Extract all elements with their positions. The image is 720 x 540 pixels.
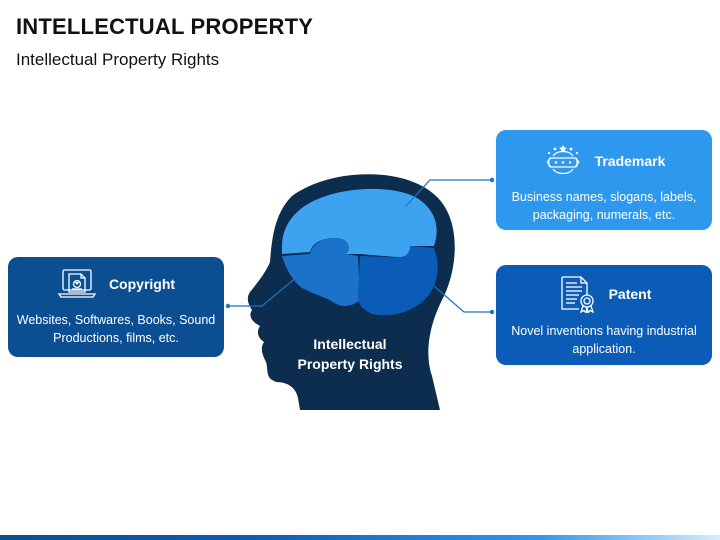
copyright-description: Websites, Softwares, Books, Sound Produc… [16, 313, 216, 345]
brain-lobe-top [282, 188, 437, 259]
brain-nub [390, 237, 410, 257]
trademark-description: Business names, slogans, labels, packagi… [511, 190, 697, 222]
copyright-card: Copyright Websites, Softwares, Books, So… [8, 257, 224, 357]
trademark-card: Trademark Business names, slogans, label… [496, 130, 712, 230]
center-label-line2: Property Rights [297, 356, 403, 372]
connector-dot [489, 309, 495, 315]
copyright-label: Copyright [108, 276, 176, 292]
connector-copyright [228, 275, 299, 307]
trademark-stars-icon [543, 144, 583, 178]
bottom-accent-bar [0, 535, 720, 540]
patent-label: Patent [608, 286, 652, 302]
center-label: Intellectual Property Rights [282, 334, 418, 374]
patent-card: Patent Novel inventions having industria… [496, 265, 712, 365]
connector-dot [489, 177, 495, 183]
patent-description: Novel inventions having industrial appli… [511, 324, 697, 356]
brain-lobe-right [358, 238, 438, 316]
page-title: INTELLECTUAL PROPERTY [16, 14, 314, 39]
laptop-document-icon [57, 266, 97, 302]
trademark-label: Trademark [594, 153, 666, 169]
connector-patent [433, 285, 492, 313]
page-subtitle: Intellectual Property Rights [16, 50, 220, 69]
connector-trademark [405, 179, 492, 207]
certificate-icon [557, 275, 597, 313]
center-label-line1: Intellectual [313, 336, 387, 352]
brain-lobe-left [282, 238, 360, 306]
connector-dot [225, 303, 231, 309]
